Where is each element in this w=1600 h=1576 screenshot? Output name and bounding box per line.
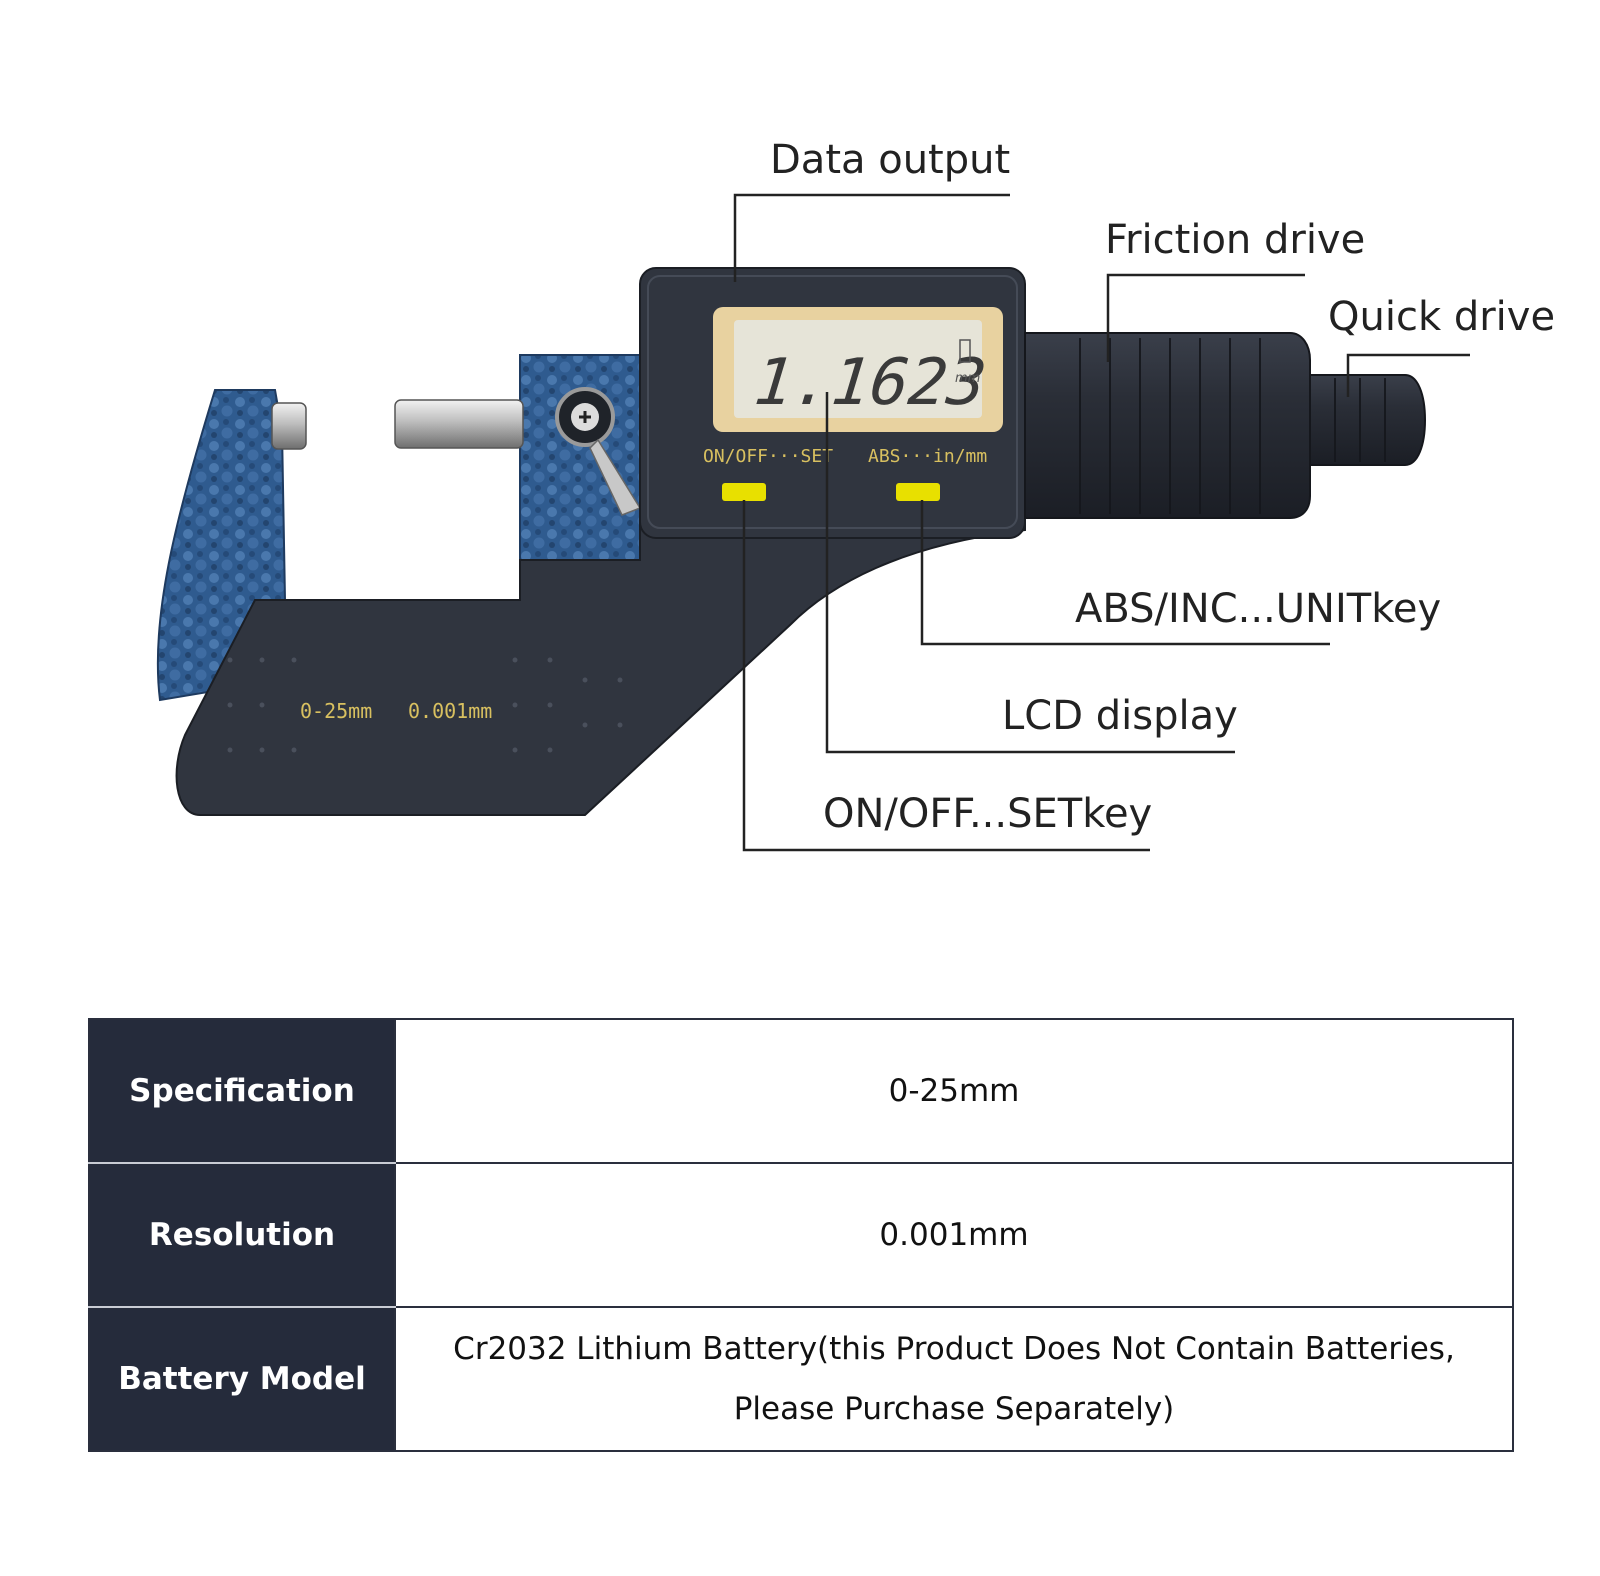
callout-lcd-display: LCD display	[1002, 693, 1238, 739]
lcd-screen	[734, 320, 982, 418]
micrometer-illustration: 0-25mm 0.001mm 1.1623 mm ON/OFF···SET AB…	[156, 193, 1470, 852]
spec-value: 0-25mm	[394, 1018, 1514, 1164]
callout-on-off-set-key: ON/OFF...SETkey	[823, 791, 1153, 837]
leader-abs-inc	[920, 500, 1330, 646]
resolution-marking: 0.001mm	[408, 699, 492, 723]
abs-unit-button[interactable]	[896, 483, 940, 501]
on-off-set-button[interactable]	[722, 483, 766, 501]
range-marking: 0-25mm	[300, 699, 372, 723]
spec-row-battery-model: Battery Model Cr2032 Lithium Battery(thi…	[88, 1306, 1514, 1452]
spec-label: Specification	[88, 1018, 396, 1164]
anvil	[271, 402, 307, 450]
leader-lcd-display	[825, 392, 1235, 754]
leader-friction-drive	[1106, 273, 1305, 362]
callout-data-output: Data output	[770, 137, 1011, 183]
spec-label: Resolution	[88, 1162, 396, 1308]
lcd-reading: 1.1623	[751, 345, 990, 420]
spec-table: Specification 0-25mm Resolution 0.001mm …	[88, 1018, 1514, 1452]
leader-on-off-set	[742, 500, 1150, 852]
button-label-left: ON/OFF···SET	[703, 446, 833, 467]
spec-label: Battery Model	[88, 1306, 396, 1452]
micrometer-diagram: 0-25mm 0.001mm 1.1623 mm ON/OFF···SET AB…	[156, 137, 1556, 852]
ratchet-knob[interactable]	[1309, 374, 1427, 466]
battery-indicator-icon	[959, 339, 971, 363]
callout-friction-drive: Friction drive	[1105, 217, 1366, 263]
spec-value: Cr2032 Lithium Battery(this Product Does…	[394, 1306, 1514, 1452]
leader-quick-drive	[1346, 353, 1470, 397]
callout-abs-inc-unit-key: ABS/INC...UNITkey	[1075, 586, 1442, 632]
spec-row-specification: Specification 0-25mm	[88, 1018, 1514, 1164]
lcd-unit: mm	[955, 371, 980, 386]
spec-value: 0.001mm	[394, 1162, 1514, 1308]
callout-quick-drive: Quick drive	[1328, 294, 1556, 340]
spindle	[394, 399, 524, 449]
thimble[interactable]	[1024, 332, 1311, 519]
button-label-right: ABS···in/mm	[868, 446, 987, 467]
spec-row-resolution: Resolution 0.001mm	[88, 1162, 1514, 1308]
spindle-lock[interactable]	[555, 387, 642, 516]
leader-data-output	[733, 193, 1010, 282]
